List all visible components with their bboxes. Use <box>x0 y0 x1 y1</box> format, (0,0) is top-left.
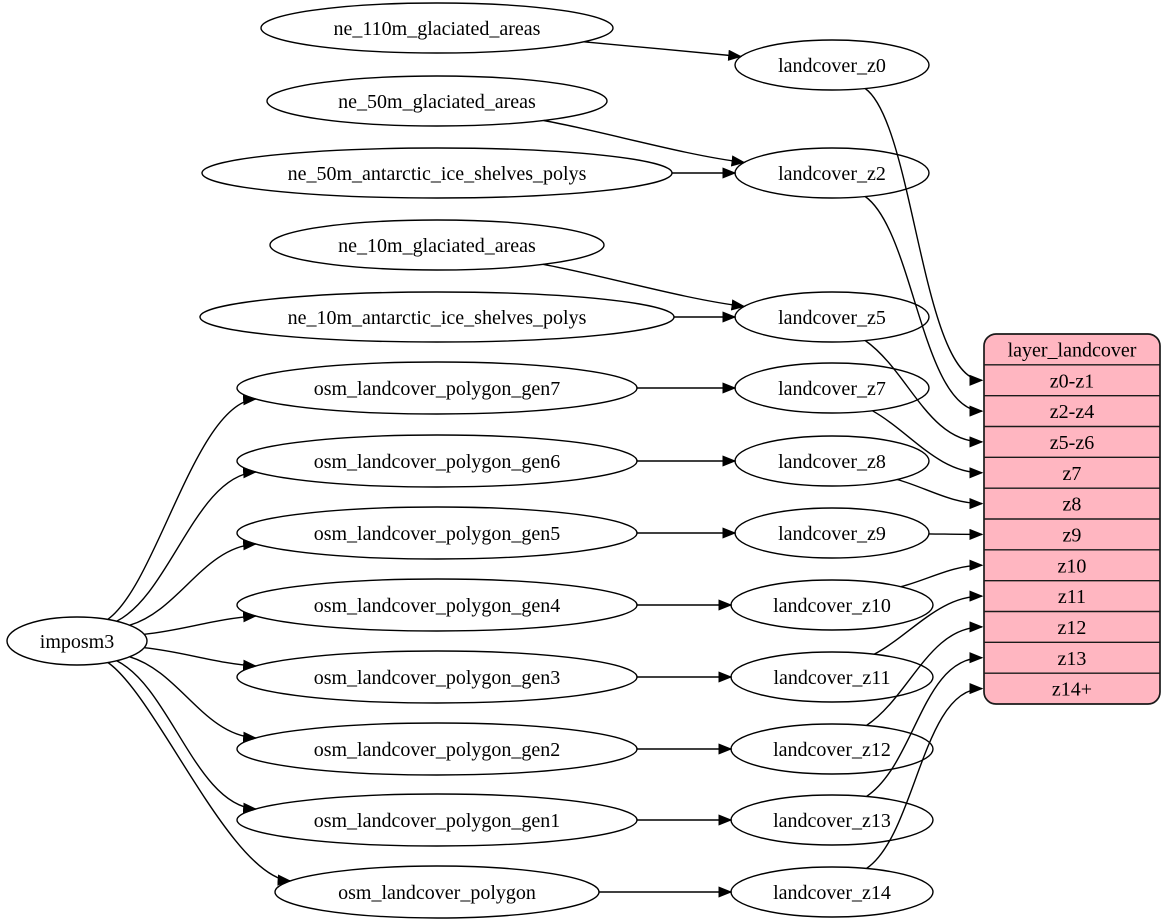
node-landcover_z0: landcover_z0 <box>734 39 930 91</box>
node-label: osm_landcover_polygon_gen1 <box>314 810 561 832</box>
node-label: landcover_z0 <box>778 55 886 77</box>
node-osm_landcover_polygon_gen2: osm_landcover_polygon_gen2 <box>236 722 638 776</box>
edge-imposm3-to-osm_landcover_polygon_gen2 <box>129 656 258 743</box>
edge-landcover_z2-to-layer_landcover-z2-z4 <box>864 195 984 417</box>
edge-landcover_z13-to-layer_landcover-z13 <box>866 652 984 798</box>
node-label: landcover_z10 <box>773 595 891 617</box>
node-label: ne_10m_glaciated_areas <box>338 235 536 257</box>
node-osm_landcover_polygon_gen5: osm_landcover_polygon_gen5 <box>236 506 638 560</box>
node-label: osm_landcover_polygon_gen5 <box>314 523 561 545</box>
node-osm_landcover_polygon_gen3: osm_landcover_polygon_gen3 <box>236 650 638 704</box>
node-label: osm_landcover_polygon_gen7 <box>314 378 561 400</box>
edge-landcover_z10-to-layer_landcover-z10 <box>900 559 984 588</box>
node-landcover_z8: landcover_z8 <box>734 435 930 487</box>
table-title: layer_landcover <box>1008 339 1137 361</box>
edge-ne_10m_glaciated_areas-to-landcover_z5 <box>542 263 746 311</box>
node-label: ne_110m_glaciated_areas <box>334 18 541 40</box>
edge-landcover_z8-to-layer_landcover-z8 <box>897 478 984 510</box>
node-landcover_z12: landcover_z12 <box>730 723 934 775</box>
node-ne_110m_glaciated_areas: ne_110m_glaciated_areas <box>260 2 614 54</box>
node-label: landcover_z11 <box>774 667 891 689</box>
edge-landcover_z9-to-layer_landcover-z9 <box>928 528 984 540</box>
edge-imposm3-to-osm_landcover_polygon_gen7 <box>107 394 258 620</box>
node-label: osm_landcover_polygon_gen3 <box>314 667 561 689</box>
node-ellipse <box>6 616 148 666</box>
node-landcover_z7: landcover_z7 <box>734 362 930 414</box>
edge-landcover_z7-to-layer_landcover-z7 <box>871 410 984 479</box>
node-ellipse <box>266 75 608 127</box>
table-layer_landcover: layer_landcover z0-z1 z2-z4 z5-z6 z7 z8 z9 z10 z… <box>983 333 1161 705</box>
table-row-z7: z7 <box>1063 463 1082 485</box>
node-label: landcover_z9 <box>778 523 886 545</box>
node-label: landcover_z13 <box>773 810 891 832</box>
node-label: osm_landcover_polygon_gen4 <box>314 595 561 617</box>
edge-landcover_z12-to-layer_landcover-z12 <box>866 621 984 727</box>
node-landcover_z10: landcover_z10 <box>730 579 934 631</box>
node-label: landcover_z12 <box>773 739 891 761</box>
node-imposm3: imposm3 <box>6 616 148 666</box>
edge-imposm3-to-osm_landcover_polygon_gen4 <box>144 611 258 635</box>
node-osm_landcover_polygon_gen7: osm_landcover_polygon_gen7 <box>236 361 638 415</box>
node-osm_landcover_polygon_gen4: osm_landcover_polygon_gen4 <box>236 578 638 632</box>
nodes-layer: imposm3 ne_110m_glaciated_areas ne_50m_gla… <box>6 2 1161 919</box>
edge-ne_110m_glaciated_areas-to-landcover_z0 <box>583 41 743 61</box>
table-row-z9: z9 <box>1063 524 1082 546</box>
node-landcover_z14: landcover_z14 <box>730 866 934 918</box>
table-row-z2-z4: z2-z4 <box>1050 401 1094 423</box>
table-row-z11: z11 <box>1058 586 1086 608</box>
table-row-z0-z1: z0-z1 <box>1050 370 1094 392</box>
node-landcover_z11: landcover_z11 <box>730 651 934 703</box>
node-label: landcover_z8 <box>778 451 886 473</box>
node-label: landcover_z5 <box>778 307 886 329</box>
node-ne_50m_glaciated_areas: ne_50m_glaciated_areas <box>266 75 608 127</box>
table-row-z12: z12 <box>1058 617 1087 639</box>
node-label: landcover_z2 <box>778 163 886 185</box>
node-label: ne_50m_glaciated_areas <box>338 91 536 113</box>
node-label: ne_10m_antarctic_ice_shelves_polys <box>288 307 587 329</box>
node-landcover_z13: landcover_z13 <box>730 794 934 846</box>
node-label: osm_landcover_polygon_gen6 <box>314 451 561 473</box>
table-row-z10: z10 <box>1058 555 1087 577</box>
edge-landcover_z5-to-layer_landcover-z5-z6 <box>864 339 984 448</box>
table-row-z14+: z14+ <box>1052 679 1092 701</box>
node-label: ne_50m_antarctic_ice_shelves_polys <box>288 163 587 185</box>
edge-imposm3-to-osm_landcover_polygon_gen3 <box>144 647 258 671</box>
node-landcover_z5: landcover_z5 <box>734 291 930 343</box>
node-label: osm_landcover_polygon_gen2 <box>314 739 561 761</box>
edge-imposm3-to-osm_landcover_polygon_gen1 <box>116 660 258 814</box>
table-row-z13: z13 <box>1058 648 1087 670</box>
table-row-z5-z6: z5-z6 <box>1050 432 1094 454</box>
node-ellipse <box>734 39 930 91</box>
node-label: landcover_z7 <box>778 378 886 400</box>
edge-imposm3-to-osm_landcover_polygon <box>107 661 292 886</box>
node-osm_landcover_polygon_gen6: osm_landcover_polygon_gen6 <box>236 434 638 488</box>
edge-landcover_z0-to-layer_landcover-z0-z1 <box>864 87 984 386</box>
node-ne_50m_antarctic_ice_shelves_polys: ne_50m_antarctic_ice_shelves_polys <box>201 147 673 199</box>
node-landcover_z2: landcover_z2 <box>734 147 930 199</box>
node-label: imposm3 <box>40 631 114 653</box>
node-label: osm_landcover_polygon <box>338 882 536 904</box>
node-landcover_z9: landcover_z9 <box>734 507 930 559</box>
node-ellipse <box>269 219 605 271</box>
edge-landcover_z11-to-layer_landcover-z11 <box>873 590 984 655</box>
node-ne_10m_glaciated_areas: ne_10m_glaciated_areas <box>269 219 605 271</box>
node-ne_10m_antarctic_ice_shelves_polys: ne_10m_antarctic_ice_shelves_polys <box>199 291 675 343</box>
node-osm_landcover_polygon: osm_landcover_polygon <box>274 865 600 919</box>
edge-ne_50m_glaciated_areas-to-landcover_z2 <box>543 119 746 167</box>
table-row-z8: z8 <box>1063 494 1082 516</box>
edge-imposm3-to-osm_landcover_polygon_gen5 <box>129 539 258 626</box>
node-label: landcover_z14 <box>773 882 891 904</box>
edge-imposm3-to-osm_landcover_polygon_gen6 <box>116 467 258 622</box>
edges-layer <box>107 41 984 898</box>
node-osm_landcover_polygon_gen1: osm_landcover_polygon_gen1 <box>236 793 638 847</box>
edge-landcover_z14-to-layer_landcover-z14+ <box>866 683 984 870</box>
node-ellipse <box>260 2 614 54</box>
